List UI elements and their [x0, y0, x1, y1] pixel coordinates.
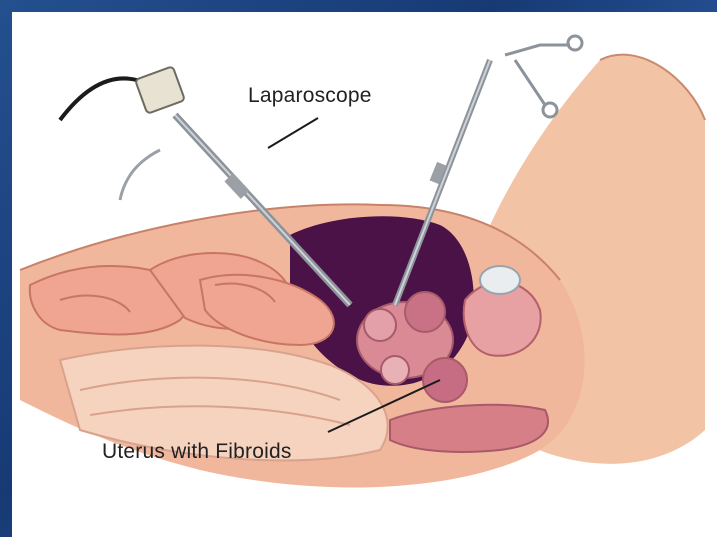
laparoscope-label: Laparoscope [248, 84, 372, 108]
uterus-label: Uterus with Fibroids [102, 440, 292, 464]
pubic-bone [480, 266, 520, 294]
laparoscope-leader-line [268, 118, 318, 148]
